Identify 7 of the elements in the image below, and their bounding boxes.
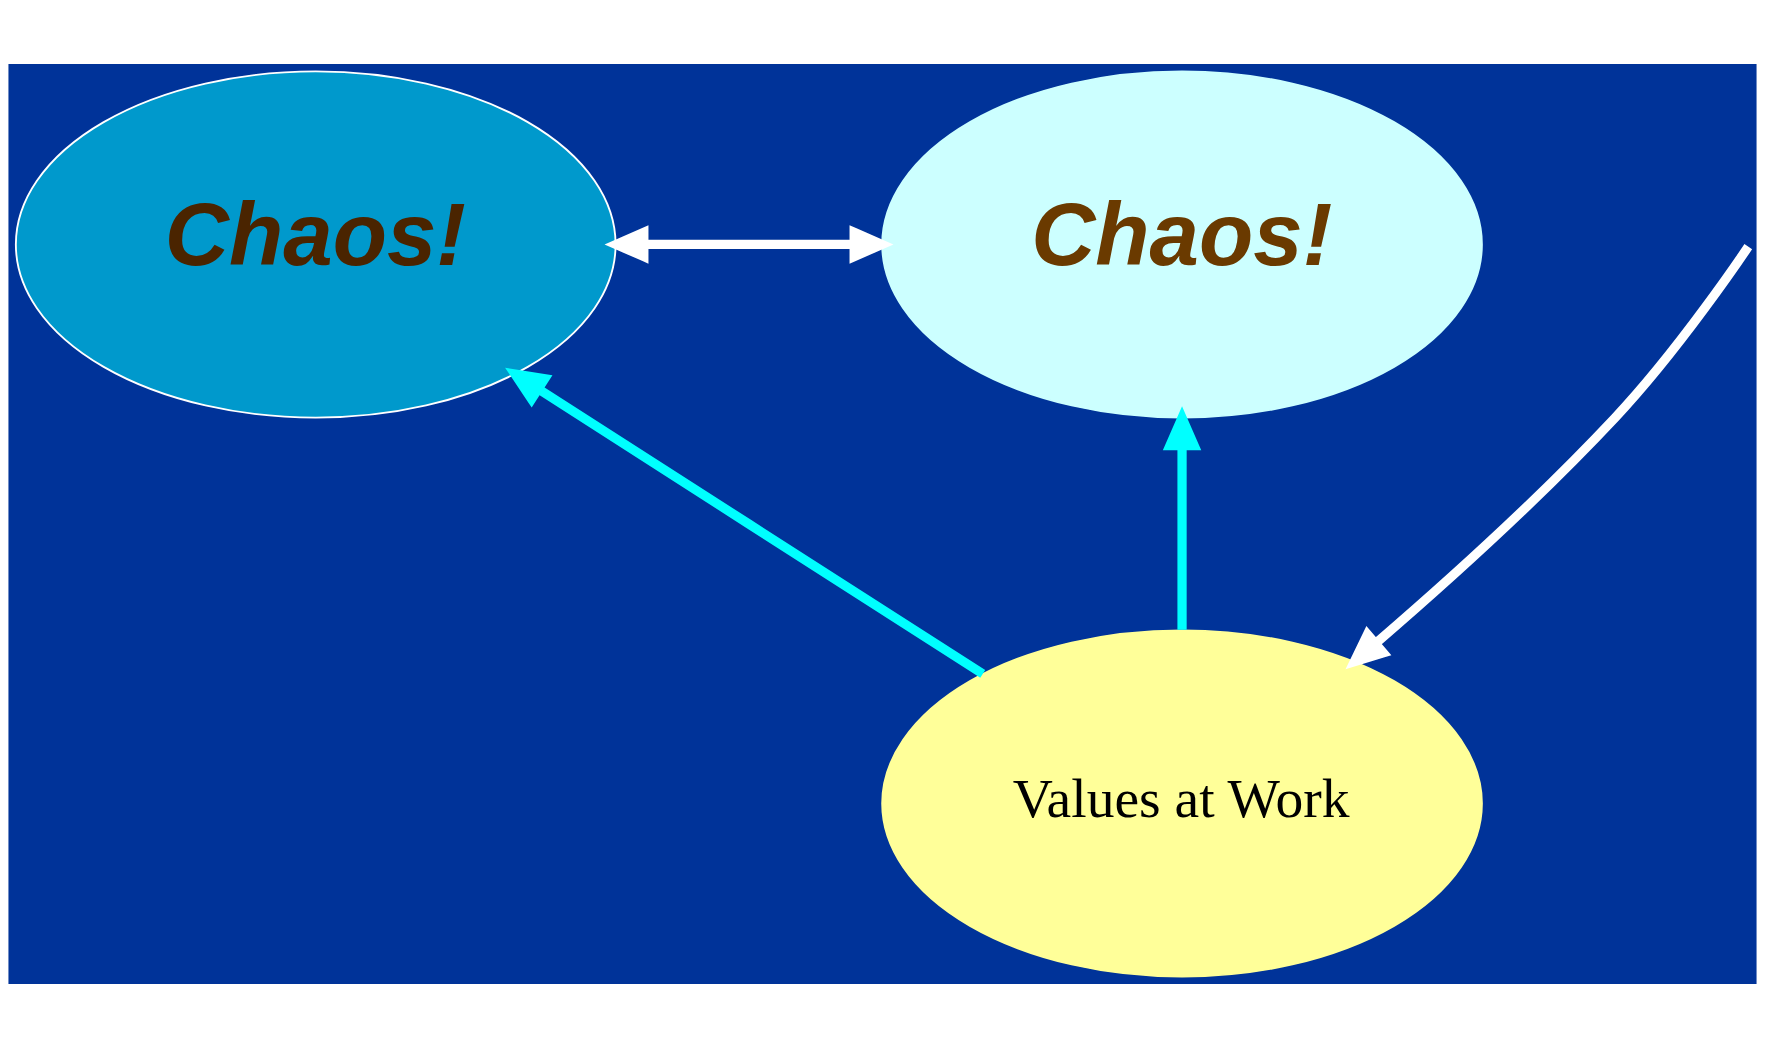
arrow — [1162, 405, 1202, 630]
arrow — [1345, 243, 1753, 669]
node-ellipse: Chaos! — [881, 69, 1483, 418]
arrow — [604, 224, 894, 264]
node-ellipse: Values at Work — [881, 629, 1483, 978]
node-ellipse: Chaos! — [14, 69, 617, 418]
arrow — [505, 367, 986, 678]
